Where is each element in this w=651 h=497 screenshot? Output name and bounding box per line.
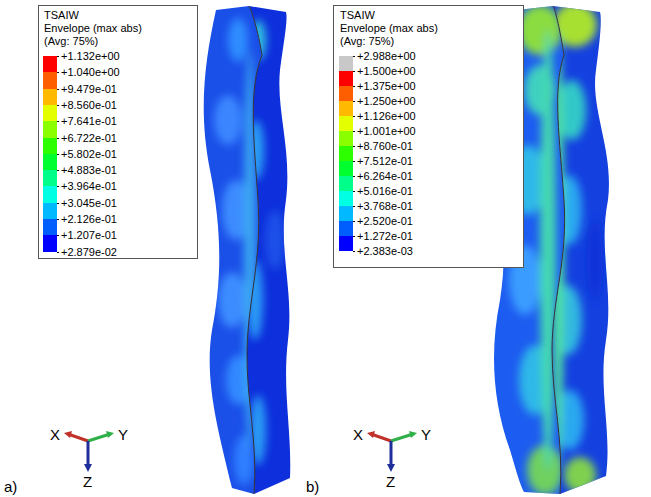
legend-value: +5.802e-01 — [61, 148, 117, 160]
legend-value: +7.641e-01 — [61, 115, 117, 127]
legend-swatch — [43, 72, 57, 89]
legend-title: TSAIW — [44, 9, 79, 21]
legend-swatch — [43, 138, 57, 154]
axis-label: X — [353, 427, 363, 443]
axis-label: Z — [386, 474, 395, 490]
legend-value: +1.500e+00 — [357, 65, 416, 77]
axis-label: Z — [83, 474, 92, 490]
legend-tick — [57, 170, 59, 171]
legend-swatch — [43, 56, 57, 72]
axis-label: Y — [421, 427, 431, 443]
legend-value: +1.207e-01 — [61, 229, 117, 241]
legend-value: +2.126e-01 — [61, 213, 117, 225]
legend-tick — [353, 131, 355, 132]
legend-tick — [57, 138, 59, 139]
legend-swatch — [339, 116, 353, 131]
legend-note: (Avg: 75%) — [44, 35, 98, 47]
legend-tick — [57, 252, 59, 253]
legend-tick — [353, 221, 355, 222]
legend-value: +1.272e-01 — [357, 230, 413, 242]
axis-label: X — [50, 427, 60, 443]
panel-label: a) — [4, 479, 17, 495]
legend-value: +3.045e-01 — [61, 197, 117, 209]
legend-tick — [353, 176, 355, 177]
legend-swatch — [43, 105, 57, 121]
legend-swatch — [43, 154, 57, 170]
legend-value: +2.988e+00 — [357, 50, 416, 62]
legend-swatch — [339, 236, 353, 251]
legend-swatch — [339, 221, 353, 236]
legend-title: TSAIW — [340, 9, 375, 21]
legend-swatch — [339, 206, 353, 221]
legend-value: +1.250e+00 — [357, 95, 416, 107]
legend-value: +6.722e-01 — [61, 132, 117, 144]
legend-tick — [353, 251, 355, 252]
legend-tick — [57, 203, 59, 204]
legend-tick — [57, 186, 59, 187]
legend-value: +6.264e-01 — [357, 170, 413, 182]
legend-swatch — [339, 56, 353, 71]
legend-swatch — [43, 89, 57, 105]
legend-swatch — [43, 186, 57, 203]
legend-swatch — [43, 170, 57, 186]
legend-value: +1.132e+00 — [61, 50, 120, 62]
legend-value: +1.040e+00 — [61, 66, 120, 78]
legend-value: +3.964e-01 — [61, 180, 117, 192]
legend-value: +9.479e-01 — [61, 83, 117, 95]
legend-value: +2.383e-03 — [357, 245, 413, 257]
legend-tick — [353, 161, 355, 162]
legend-tick — [57, 235, 59, 236]
legend-tick — [57, 154, 59, 155]
legend-value: +1.126e+00 — [357, 110, 416, 122]
legend-swatch — [339, 146, 353, 161]
legend-swatch — [339, 86, 353, 101]
legend-tick — [353, 86, 355, 87]
legend-swatch — [43, 235, 57, 252]
legend-tick — [353, 191, 355, 192]
legend-swatch — [339, 191, 353, 206]
legend-value: +1.001e+00 — [357, 125, 416, 137]
legend-tick — [353, 71, 355, 72]
axis-label: Y — [118, 427, 128, 443]
legend-tick — [57, 105, 59, 106]
legend-value: +8.560e-01 — [61, 99, 117, 111]
legend-subtitle: Envelope (max abs) — [44, 22, 142, 34]
legend-value: +1.375e+00 — [357, 80, 416, 92]
legend-swatch — [339, 131, 353, 146]
legend-swatch — [339, 176, 353, 191]
legend-value: +5.016e-01 — [357, 185, 413, 197]
legend-value: +8.760e-01 — [357, 140, 413, 152]
legend-swatch — [339, 161, 353, 176]
legend-tick — [57, 219, 59, 220]
legend-value: +7.512e-01 — [357, 155, 413, 167]
legend-tick — [353, 236, 355, 237]
legend-value: +4.883e-01 — [61, 164, 117, 176]
legend-tick — [57, 72, 59, 73]
legend-value: +3.768e-01 — [357, 200, 413, 212]
legend-swatch — [43, 121, 57, 138]
legend-tick — [353, 56, 355, 57]
legend-swatch — [43, 203, 57, 219]
legend-tick — [353, 101, 355, 102]
legend-tick — [353, 206, 355, 207]
legend-swatch — [339, 71, 353, 86]
legend-tick — [353, 146, 355, 147]
legend-tick — [353, 116, 355, 117]
legend-swatch — [339, 101, 353, 116]
legend-note: (Avg: 75%) — [340, 35, 394, 47]
legend-value: +2.879e-02 — [61, 246, 117, 258]
legend-swatch — [43, 219, 57, 235]
legend-value: +2.520e-01 — [357, 215, 413, 227]
panel-label: b) — [306, 479, 319, 495]
legend-tick — [57, 121, 59, 122]
legend-tick — [57, 56, 59, 57]
legend-tick — [57, 89, 59, 90]
legend-subtitle: Envelope (max abs) — [340, 22, 438, 34]
